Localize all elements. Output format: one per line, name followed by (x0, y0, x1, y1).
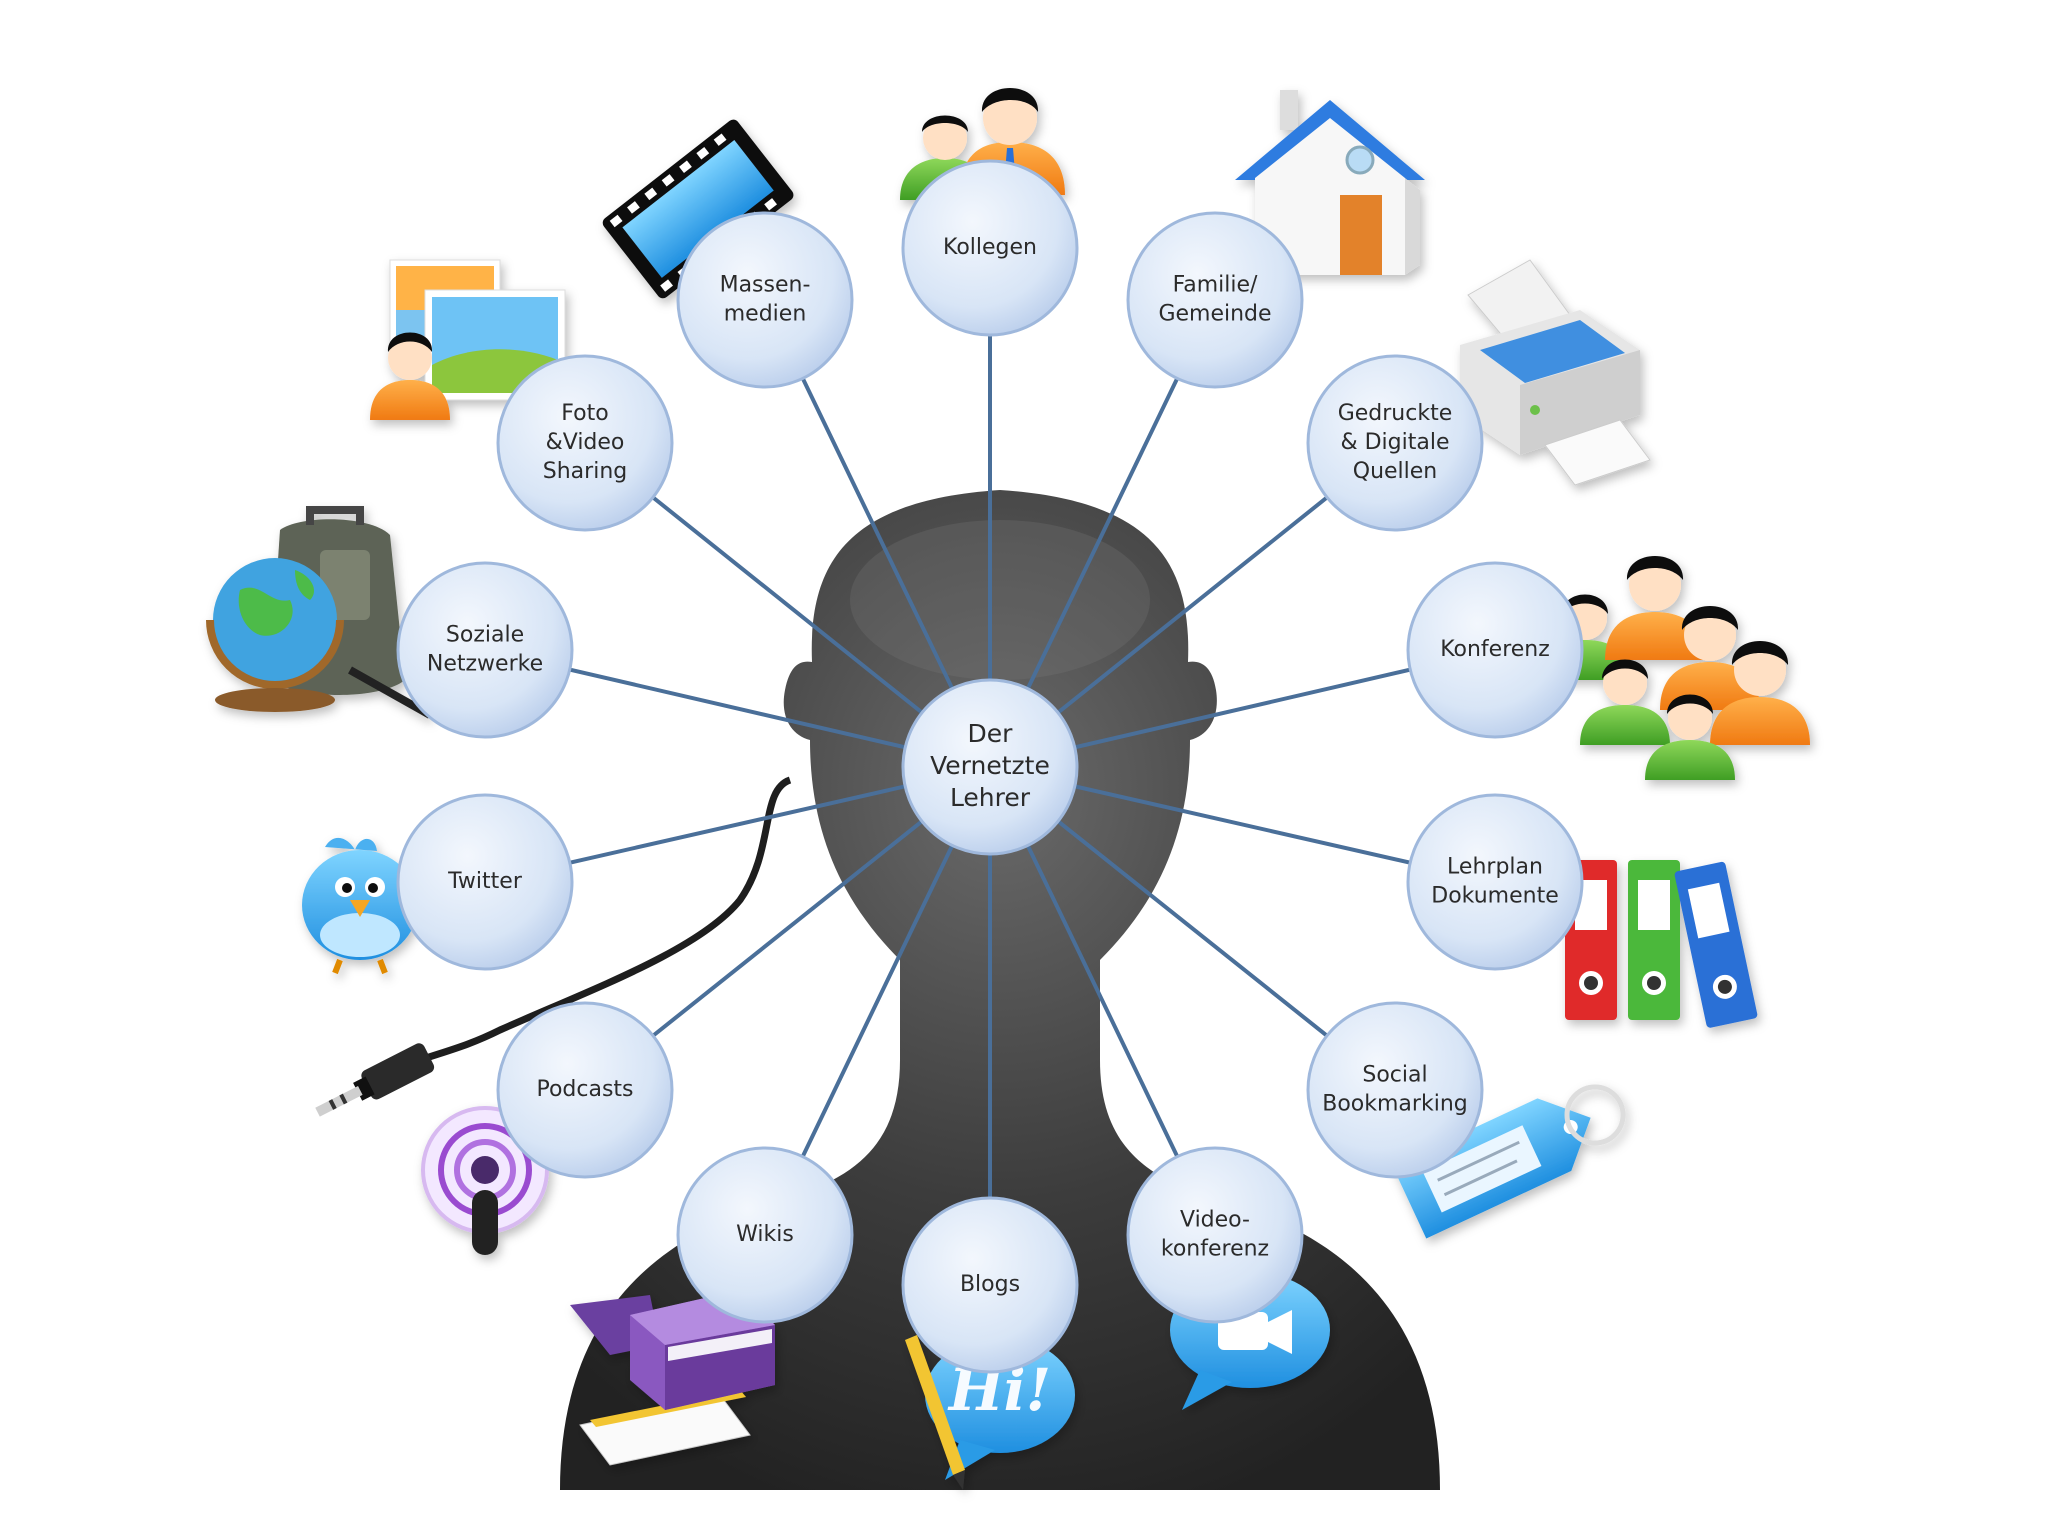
bubble-label-lehrplan-1: Lehrplan (1447, 855, 1543, 880)
bubble-circle (496, 1001, 674, 1179)
bubble-podcasts: Podcasts (496, 1001, 674, 1179)
bubble-label-foto-video-2: &Video (546, 430, 625, 455)
bubble-label-blogs-1: Blogs (960, 1272, 1020, 1297)
bubble-label-podcasts-1: Podcasts (536, 1077, 633, 1102)
bubble-blogs: Blogs (901, 1196, 1079, 1374)
bubble-label-social-bookmarking-2: Bookmarking (1322, 1092, 1467, 1117)
bubble-label-videokonferenz-2: konferenz (1161, 1237, 1269, 1262)
bubble-wikis: Wikis (676, 1146, 854, 1324)
bubble-circle (676, 211, 854, 389)
bubble-label-foto-video-3: Sharing (543, 459, 627, 484)
bubble-kollegen: Kollegen (901, 159, 1079, 337)
bubble-massenmedien: Massen-medien (676, 211, 854, 389)
center-label-line-2: Vernetzte (930, 751, 1050, 780)
bubble-label-social-bookmarking-1: Social (1362, 1063, 1427, 1088)
bubble-circle (396, 561, 574, 739)
bubble-circle (1406, 793, 1584, 971)
printer-icon (1460, 259, 1651, 486)
binders-icon (1565, 860, 1758, 1028)
bubble-label-soziale-netzwerke-1: Soziale (446, 623, 524, 648)
bubble-circle (1306, 1001, 1484, 1179)
tag-icon (1392, 1084, 1626, 1239)
center-node: Der Vernetzte Lehrer (901, 678, 1079, 856)
books-pencil-icon (570, 1290, 775, 1466)
bubble-label-massenmedien-1: Massen- (720, 273, 811, 298)
center-label-line-3: Lehrer (950, 783, 1031, 812)
bubble-label-familie-1: Familie/ (1173, 273, 1258, 298)
bubble-label-massenmedien-2: medien (724, 302, 807, 327)
bubble-circle (1306, 354, 1484, 532)
bubble-label-lehrplan-2: Dokumente (1431, 884, 1558, 909)
bubble-circle (1406, 561, 1584, 739)
bubble-label-videokonferenz-1: Video- (1180, 1208, 1250, 1233)
bubble-label-gedruckte-3: Quellen (1353, 459, 1438, 484)
bubble-label-soziale-netzwerke-2: Netzwerke (427, 652, 543, 677)
bubble-label-familie-2: Gemeinde (1158, 302, 1271, 327)
bubble-label-gedruckte-2: & Digitale (1340, 430, 1449, 455)
photos-icon (370, 259, 566, 420)
bubble-circle (676, 1146, 854, 1324)
bubble-familie: Familie/Gemeinde (1126, 211, 1304, 389)
bubble-circle (396, 793, 574, 971)
bird-icon (302, 837, 418, 975)
house-icon (1235, 90, 1425, 275)
bubble-circle (1126, 211, 1304, 389)
bubble-label-gedruckte-1: Gedruckte (1338, 401, 1453, 426)
bubble-konferenz: Konferenz (1406, 561, 1584, 739)
bubble-twitter: Twitter (396, 793, 574, 971)
earphone-cable (315, 776, 792, 1117)
center-label-line-1: Der (968, 719, 1014, 748)
bubble-circle (496, 354, 674, 532)
bubble-label-wikis-1: Wikis (736, 1222, 794, 1247)
bubble-label-twitter-1: Twitter (447, 869, 523, 894)
bubble-circle (901, 1196, 1079, 1374)
bubble-circle (1126, 1146, 1304, 1324)
bubble-videokonferenz: Video-konferenz (1126, 1146, 1304, 1324)
bubble-label-konferenz-1: Konferenz (1440, 637, 1550, 662)
globe-bag-icon (206, 506, 432, 719)
bubble-label-foto-video-1: Foto (561, 401, 608, 426)
bubble-label-kollegen-1: Kollegen (943, 235, 1037, 260)
bubble-circle (901, 159, 1079, 337)
